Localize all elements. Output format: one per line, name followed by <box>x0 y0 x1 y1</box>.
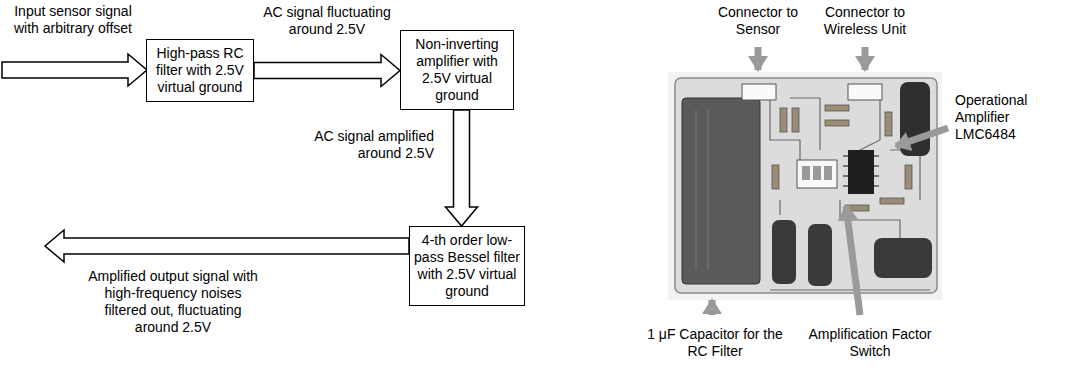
callout-label: Amplification Factor Switch <box>808 326 932 360</box>
input-arrow <box>2 54 147 86</box>
callout-pointer <box>862 47 869 70</box>
edge-label: AC signal amplified around 2.5V <box>310 128 434 162</box>
output-arrow <box>45 230 409 262</box>
sensor-connector <box>742 84 776 100</box>
signal-note: Amplified output signal with high-freque… <box>82 268 264 336</box>
callout-label: Operational Amplifier LMC6484 <box>955 92 1065 143</box>
block-arrow <box>446 110 478 226</box>
callout-label: 1 μF Capacitor for the RC Filter <box>640 326 790 360</box>
dip-switch <box>797 160 837 188</box>
pcb-photo <box>668 72 942 300</box>
wireless-connector <box>848 84 882 100</box>
process-box: Non-inverting amplifier with 2.5V virtua… <box>400 30 514 110</box>
signal-note: Input sensor signal with arbitrary offse… <box>2 3 144 37</box>
box-text: 4-th order low-pass Bessel filter with 2… <box>414 232 520 300</box>
callout-pointer <box>755 47 762 70</box>
callout-label: Connector to Wireless Unit <box>803 4 927 38</box>
op-amp-chip <box>848 150 874 194</box>
box-text: High-pass RC filter with 2.5V virtual gr… <box>151 45 249 96</box>
block-arrow <box>254 55 400 87</box>
rc-capacitor <box>682 98 760 284</box>
process-box: 4-th order low-pass Bessel filter with 2… <box>409 226 525 306</box>
process-box: High-pass RC filter with 2.5V virtual gr… <box>146 39 254 102</box>
callout-pointer <box>846 206 860 315</box>
edge-label: AC signal fluctuating around 2.5V <box>257 4 397 38</box>
callout-pointer <box>896 128 948 146</box>
box-text: Non-inverting amplifier with 2.5V virtua… <box>405 36 509 104</box>
callout-label: Connector to Sensor <box>716 4 800 38</box>
callout-pointer <box>709 300 716 315</box>
